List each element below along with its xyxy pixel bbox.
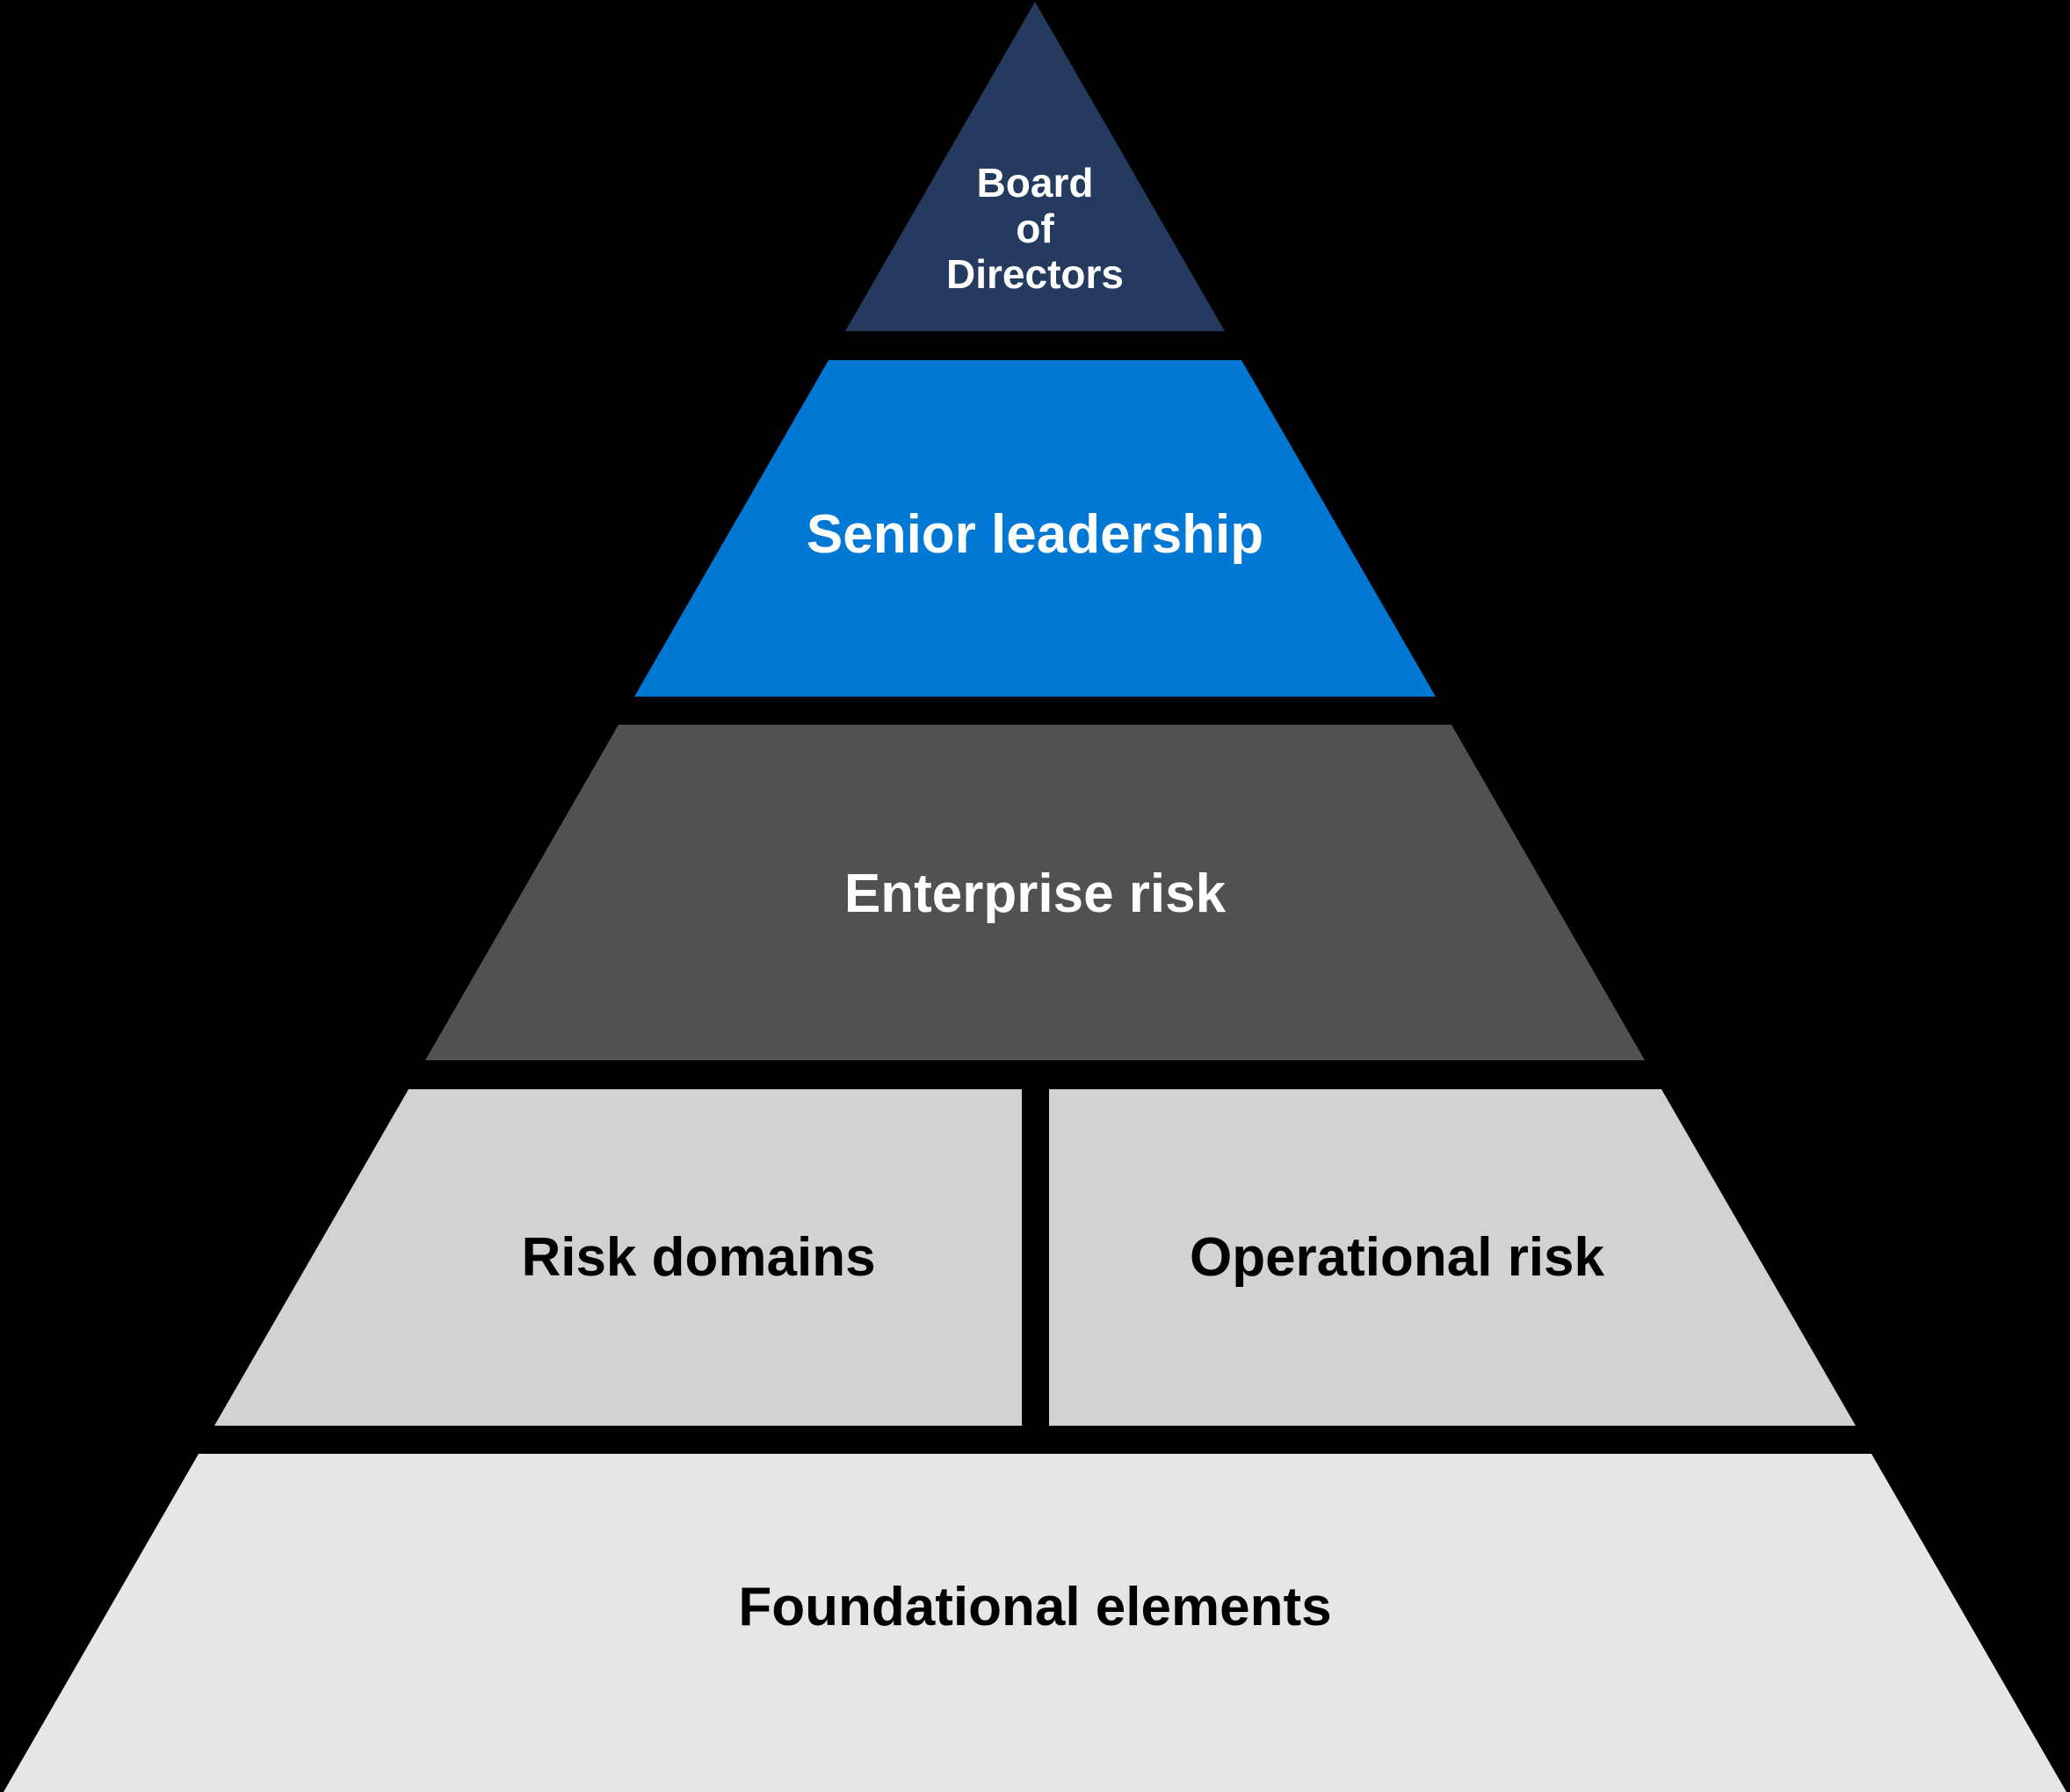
level-enterprise-risk-label: Enterprise risk [844,863,1227,924]
level-senior-leadership-label: Senior leadership [807,504,1263,565]
level-foundational-elements-shape [4,1454,2066,1792]
level-board-of-directors-label-line3: Directors [946,251,1124,297]
level-operational-risk-shape [1049,1089,1856,1426]
level-enterprise-risk-shape [425,725,1645,1060]
level-board-of-directors-label-line2: of [1016,206,1054,251]
level-risk-domains-label: Risk domains [521,1227,875,1288]
level-board-of-directors-label-line1: Board [977,160,1094,206]
level-foundational-elements-label: Foundational elements [738,1577,1331,1637]
level-board-of-directors-shape [845,2,1225,331]
level-operational-risk-label: Operational risk [1190,1227,1605,1288]
level-senior-leadership-shape [634,360,1436,697]
level-risk-domains-shape [214,1089,1022,1426]
